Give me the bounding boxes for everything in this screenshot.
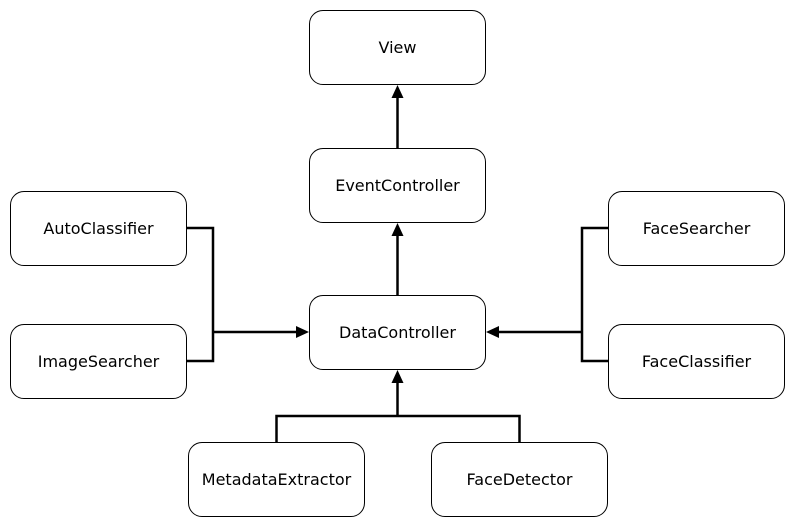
arrowhead-datacontroller-left bbox=[296, 326, 309, 338]
node-metadataextractor-label: MetadataExtractor bbox=[201, 470, 352, 489]
node-metadataextractor: MetadataExtractor bbox=[188, 442, 365, 517]
node-view-label: View bbox=[378, 38, 417, 57]
edge-bottom-bracket bbox=[275, 414, 521, 442]
node-imagesearcher: ImageSearcher bbox=[10, 324, 187, 399]
arrowhead-datacontroller-bottom bbox=[391, 370, 404, 383]
edge-left-bracket bbox=[187, 226, 215, 363]
edge-right-bracket bbox=[580, 226, 608, 363]
node-autoclassifier-label: AutoClassifier bbox=[43, 219, 154, 238]
node-imagesearcher-label: ImageSearcher bbox=[37, 352, 160, 371]
node-faceclassifier-label: FaceClassifier bbox=[641, 352, 752, 371]
node-facedetector: FaceDetector bbox=[431, 442, 608, 517]
node-eventcontroller-label: EventController bbox=[335, 176, 460, 195]
node-eventcontroller: EventController bbox=[309, 148, 486, 223]
node-autoclassifier: AutoClassifier bbox=[10, 191, 187, 266]
node-facesearcher-label: FaceSearcher bbox=[642, 219, 751, 238]
arrowhead-datacontroller-right bbox=[486, 326, 499, 338]
node-faceclassifier: FaceClassifier bbox=[608, 324, 785, 399]
arrowhead-view bbox=[391, 85, 404, 98]
node-facedetector-label: FaceDetector bbox=[466, 470, 573, 489]
arrowhead-eventcontroller bbox=[391, 223, 404, 236]
node-facesearcher: FaceSearcher bbox=[608, 191, 785, 266]
node-datacontroller-label: DataController bbox=[339, 323, 456, 342]
node-view: View bbox=[309, 10, 486, 85]
node-datacontroller: DataController bbox=[309, 295, 486, 370]
